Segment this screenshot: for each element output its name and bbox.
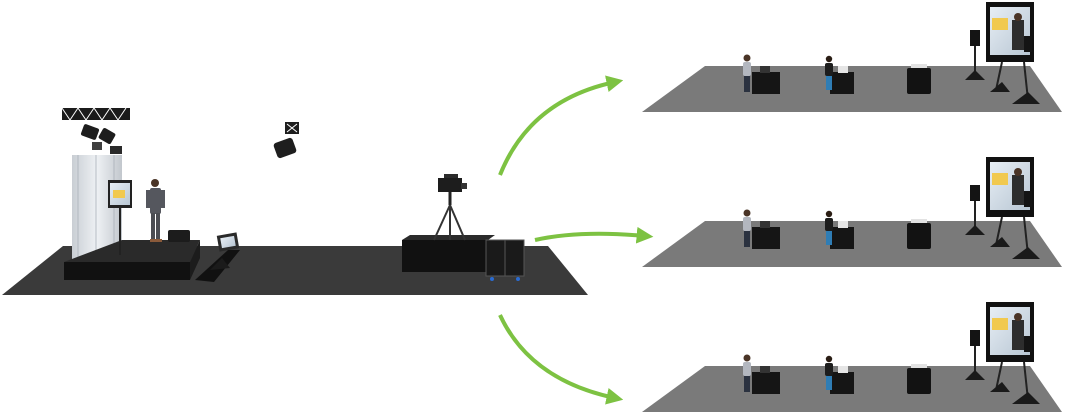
speaker <box>970 30 980 46</box>
stage-platform <box>64 240 200 280</box>
arrows <box>498 75 654 405</box>
desk <box>752 372 780 394</box>
stage-monitor <box>108 180 132 255</box>
display-screen <box>990 382 1010 392</box>
participant-male <box>743 209 751 217</box>
participant-male <box>744 231 750 247</box>
participant-male <box>743 362 751 376</box>
participant-female <box>826 376 832 390</box>
display-screen <box>992 318 1008 330</box>
display-screen <box>995 361 1003 391</box>
camera-platform <box>402 235 495 272</box>
display-screen <box>1012 20 1024 50</box>
display-screen <box>990 82 1010 92</box>
remote-rooms <box>642 2 1062 412</box>
floor-monitor <box>168 230 190 242</box>
spotlight-icon <box>80 124 122 154</box>
display-screen <box>992 18 1008 30</box>
participant-male <box>744 376 750 392</box>
speaker <box>970 330 980 346</box>
participant-male <box>743 62 751 76</box>
display-screen <box>1012 392 1040 404</box>
participant-male <box>744 76 750 92</box>
laptop-icon <box>760 221 770 228</box>
display-screen <box>1012 175 1024 205</box>
display-screen <box>990 237 1010 247</box>
speaker <box>965 225 985 235</box>
display-screen <box>1012 92 1040 104</box>
desk <box>830 372 854 394</box>
participant-female <box>825 355 833 363</box>
side-table <box>907 68 931 94</box>
speaker <box>965 370 985 380</box>
arrow-to-room-1 <box>498 75 624 176</box>
participant-female <box>825 210 833 218</box>
camera-on-tripod <box>433 174 467 241</box>
floor-monitor <box>195 232 240 282</box>
desk <box>752 72 780 94</box>
desk <box>830 227 854 249</box>
speaker <box>970 185 980 201</box>
participant-female <box>825 63 833 76</box>
display-screen <box>1014 313 1022 321</box>
display-screen <box>992 173 1008 185</box>
laptop-icon <box>760 366 770 373</box>
spotlight-icon <box>273 122 299 159</box>
laptop-icon <box>838 66 848 73</box>
participant-female <box>826 231 832 245</box>
speaker <box>965 70 985 80</box>
desk <box>830 72 854 94</box>
display-screen <box>995 216 1003 246</box>
participant-female <box>826 76 832 90</box>
side-table <box>911 219 927 223</box>
desk <box>752 227 780 249</box>
display-screen <box>1012 247 1040 259</box>
remote-room-3 <box>642 302 1062 412</box>
display-screen <box>1014 13 1022 21</box>
speaker <box>1024 191 1032 207</box>
laptop-icon <box>838 221 848 228</box>
arrow-to-room-3 <box>498 314 624 405</box>
source-studio <box>2 107 588 295</box>
remote-room-2 <box>642 157 1062 267</box>
participant-male <box>743 354 751 362</box>
speaker <box>1024 36 1032 52</box>
remote-room-1 <box>642 2 1062 112</box>
presenter <box>146 179 165 242</box>
speaker <box>1024 336 1032 352</box>
laptop-icon <box>760 66 770 73</box>
participant-female <box>825 55 833 63</box>
display-screen <box>1014 168 1022 176</box>
display-screen <box>995 61 1003 91</box>
side-table <box>907 368 931 394</box>
participant-female <box>825 218 833 231</box>
side-table <box>911 364 927 368</box>
lighting-truss <box>61 107 130 121</box>
side-table <box>911 64 927 68</box>
arrow-to-room-2 <box>534 226 654 244</box>
participant-male <box>743 54 751 62</box>
participant-female <box>825 363 833 376</box>
laptop-icon <box>838 366 848 373</box>
participant-male <box>743 217 751 231</box>
flight-case <box>485 239 525 281</box>
side-table <box>907 223 931 249</box>
display-screen <box>1012 320 1024 350</box>
